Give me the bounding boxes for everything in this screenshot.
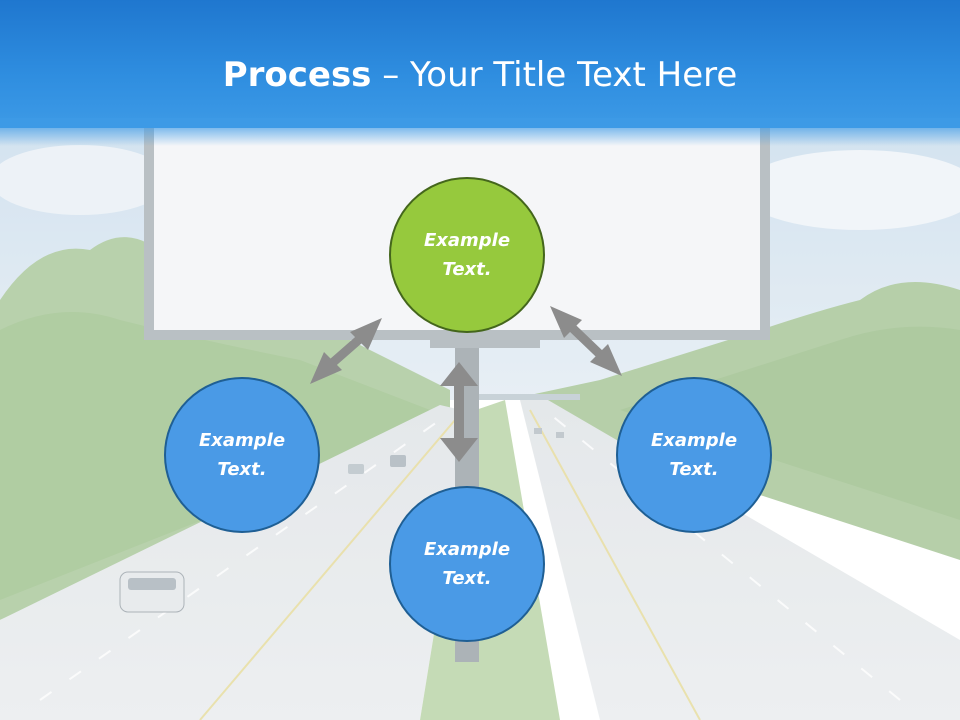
node-bottom-line2: Text. — [442, 568, 492, 589]
double-arrow-vertical — [440, 362, 478, 462]
node-right-line2: Text. — [669, 459, 719, 480]
process-node-left: Example Text. — [164, 377, 320, 533]
slide-title: Process – Your Title Text Here — [0, 52, 960, 98]
node-left-line2: Text. — [217, 459, 267, 480]
double-arrow-right — [550, 306, 622, 376]
process-node-top: Example Text. — [389, 177, 545, 333]
node-bottom-line1: Example — [423, 539, 511, 560]
double-arrow-left — [310, 318, 382, 384]
node-top-line1: Example — [423, 230, 511, 251]
process-node-bottom: Example Text. — [389, 486, 545, 642]
title-bold-part: Process — [222, 55, 372, 95]
title-rest-part: – Your Title Text Here — [371, 55, 738, 95]
title-bar — [0, 0, 960, 128]
node-left-line1: Example — [198, 430, 286, 451]
title-bar-fade — [0, 118, 960, 146]
node-right-line1: Example — [650, 430, 738, 451]
process-node-right: Example Text. — [616, 377, 772, 533]
node-top-line2: Text. — [442, 259, 492, 280]
